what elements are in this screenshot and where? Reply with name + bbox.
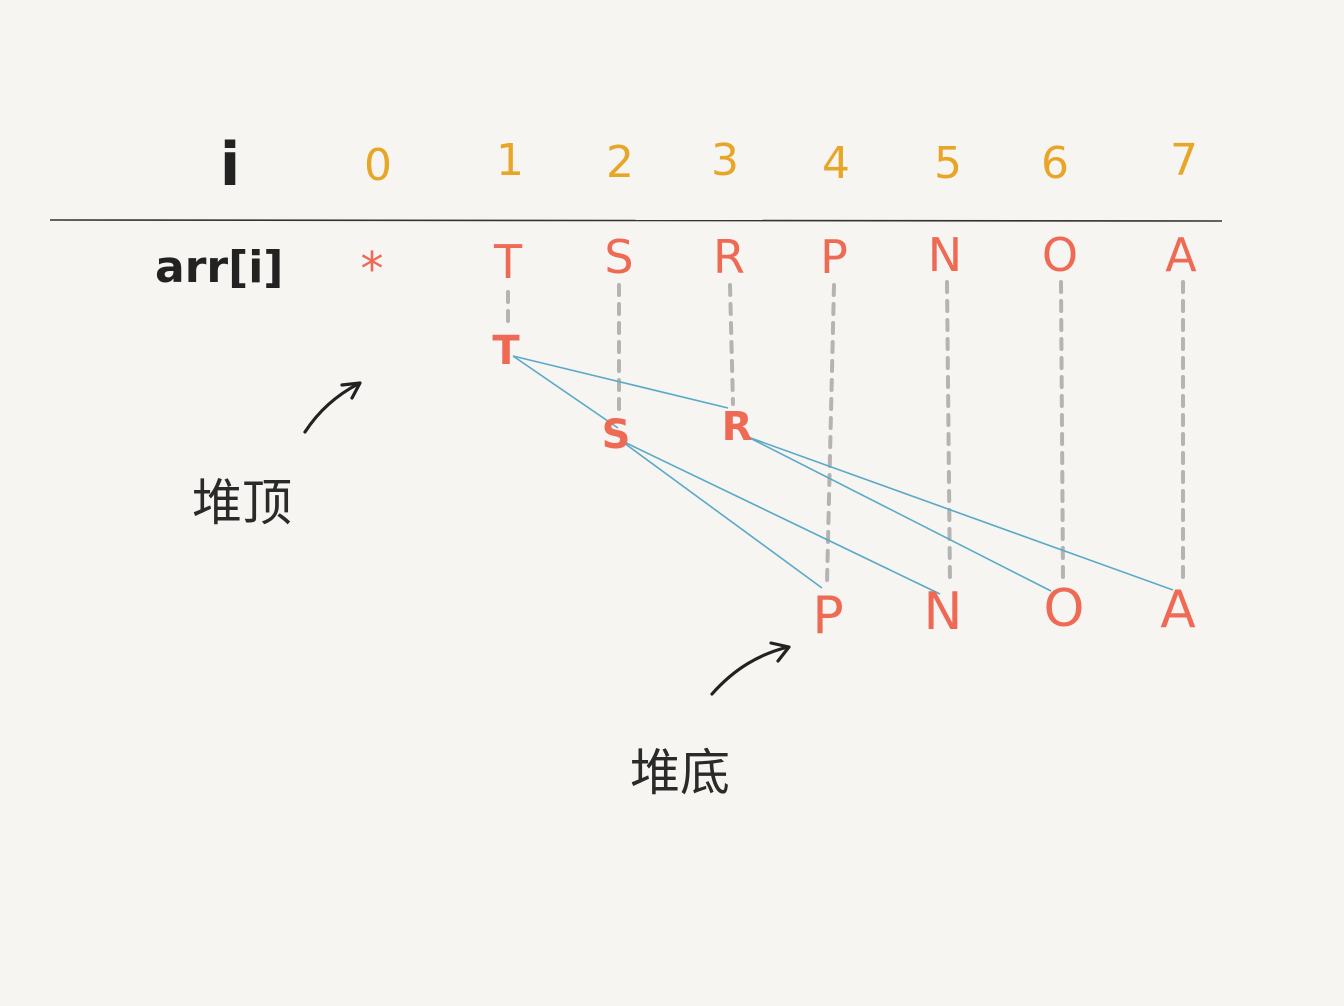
index-1: 1 <box>496 135 524 186</box>
index-row-label: i <box>220 130 241 200</box>
edge-s-n <box>619 439 941 595</box>
index-2: 2 <box>606 137 634 188</box>
heap-leaf-1: N <box>924 582 963 642</box>
guide-line-5 <box>945 280 952 585</box>
edge-t-s <box>512 355 619 429</box>
heap-bottom-arrow-icon <box>710 641 791 696</box>
edge-t-r <box>512 355 729 409</box>
array-value-1: T <box>493 235 523 289</box>
edge-s-p <box>619 439 823 589</box>
array-value-3: R <box>713 230 745 284</box>
heap-node-root: T <box>492 328 520 374</box>
edge-r-o <box>747 436 1052 592</box>
index-0: 0 <box>364 140 392 191</box>
header-divider <box>49 219 1223 222</box>
edge-r-a <box>747 436 1174 591</box>
heap-top-arrow-icon <box>303 381 362 434</box>
heap-leaf-2: O <box>1044 579 1085 639</box>
heap-leaf-0: P <box>812 586 843 646</box>
guide-line-6 <box>1059 280 1065 580</box>
index-7: 7 <box>1170 135 1198 186</box>
guide-line-3 <box>728 283 735 406</box>
array-row-label: arr[i] <box>155 242 283 293</box>
heap-leaf-3: A <box>1160 580 1196 640</box>
index-6: 6 <box>1041 138 1069 189</box>
array-value-6: O <box>1042 228 1078 282</box>
heap-node-level1-left: S <box>602 412 631 458</box>
index-4: 4 <box>822 138 850 189</box>
array-value-7: A <box>1165 228 1197 282</box>
guide-line-4 <box>825 283 836 585</box>
index-3: 3 <box>711 135 739 186</box>
array-value-0: * <box>361 242 384 296</box>
heap-bottom-label: 堆底 <box>630 744 730 802</box>
heap-top-label: 堆顶 <box>192 474 292 532</box>
array-value-4: P <box>820 230 848 284</box>
array-value-2: S <box>604 230 633 284</box>
heap-node-level1-right: R <box>722 404 753 450</box>
array-value-5: N <box>928 228 962 282</box>
index-5: 5 <box>934 138 962 189</box>
